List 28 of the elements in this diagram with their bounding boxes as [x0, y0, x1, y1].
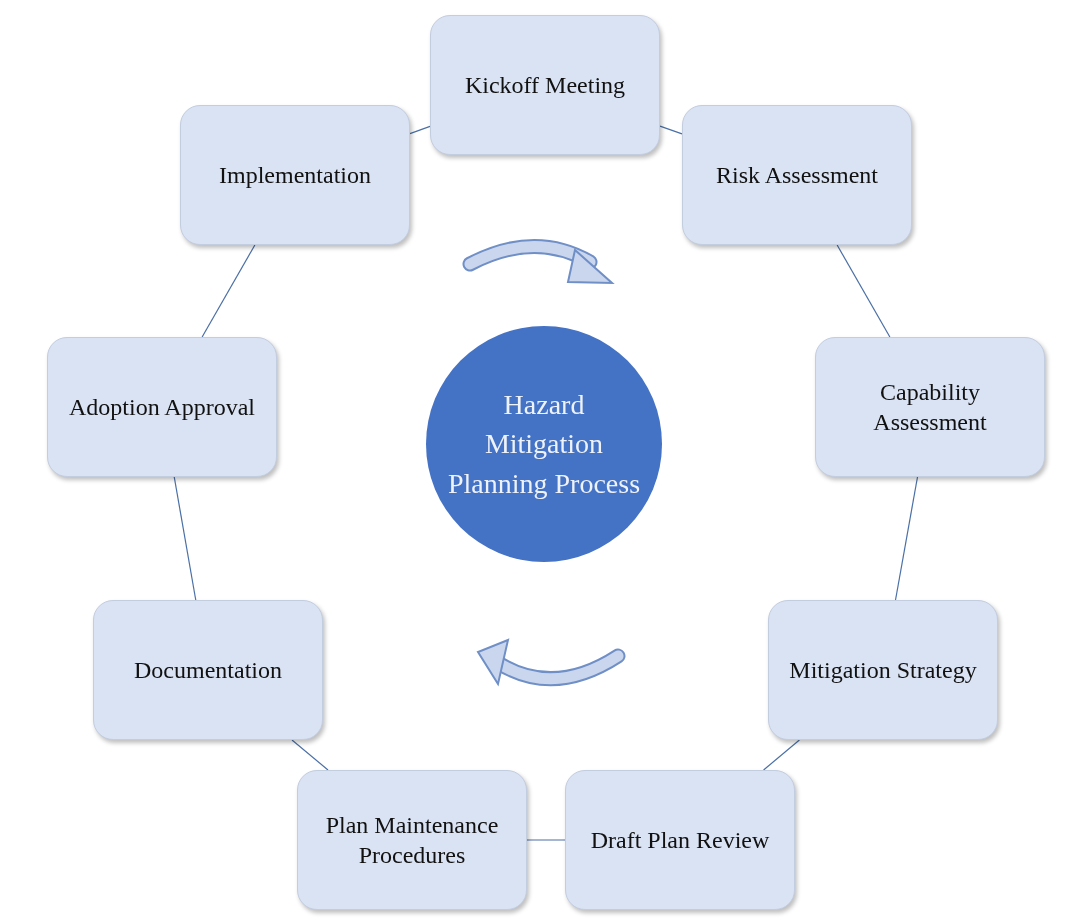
- process-box: [430, 15, 660, 155]
- step-label: Plan Maintenance Procedures: [324, 811, 500, 870]
- connector-line: [659, 125, 683, 135]
- step-label: Adoption Approval: [69, 393, 255, 422]
- connector-line: [763, 739, 800, 771]
- step-label: Risk Assessment: [716, 161, 878, 190]
- process-box: [682, 105, 912, 245]
- connector-line: [894, 476, 919, 601]
- connector-line: [291, 739, 329, 771]
- connector-line: [173, 476, 197, 601]
- step-label: Documentation: [134, 656, 282, 685]
- step-label: Draft Plan Review: [590, 826, 770, 855]
- connector-line: [409, 125, 431, 135]
- process-box: [180, 105, 410, 245]
- connector-line: [201, 244, 256, 338]
- step-label: Implementation: [219, 161, 371, 190]
- step-label: Capability Assessment: [872, 378, 988, 437]
- process-box: [93, 600, 323, 740]
- step-label: Mitigation Strategy: [789, 656, 977, 685]
- connector-line: [836, 244, 891, 338]
- process-box: [815, 337, 1045, 477]
- process-box: [297, 770, 527, 910]
- center-title: Hazard Mitigation Planning Process: [446, 388, 642, 501]
- process-box: [47, 337, 277, 477]
- process-box: [565, 770, 795, 910]
- step-label: Kickoff Meeting: [464, 71, 626, 100]
- connector-line: [526, 839, 566, 841]
- process-box: [768, 600, 998, 740]
